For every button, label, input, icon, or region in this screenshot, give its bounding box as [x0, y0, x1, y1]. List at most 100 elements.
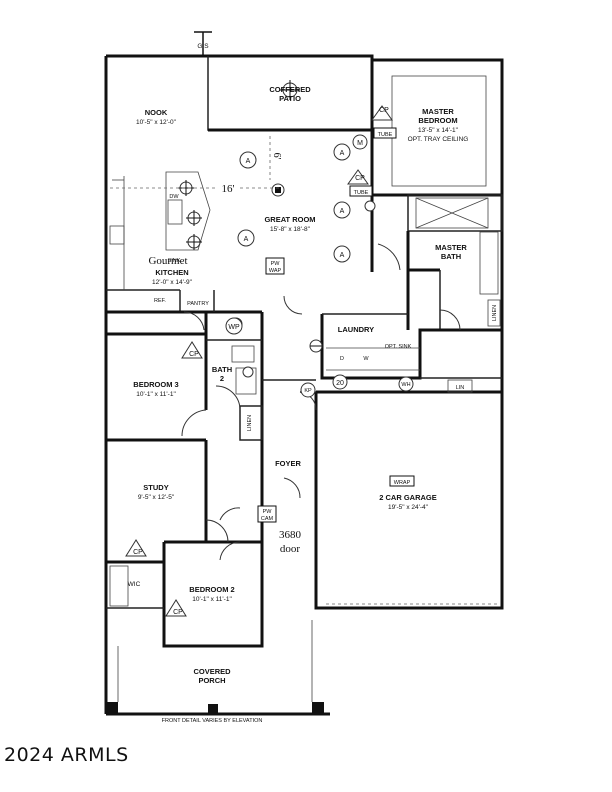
- svg-text:TUBE: TUBE: [354, 190, 369, 196]
- svg-text:CP: CP: [379, 107, 389, 114]
- dw-label: DW: [169, 194, 179, 200]
- door-note-2: door: [280, 543, 301, 555]
- garage-name: 2 CAR GARAGE: [379, 493, 437, 502]
- light-icon: [364, 200, 376, 212]
- linen-label: LINEN: [247, 415, 253, 431]
- svg-text:CP: CP: [133, 549, 143, 556]
- wrap-label: WRAP: [389, 475, 415, 487]
- great-room-dim: 15'-8" x 18'-8": [270, 226, 311, 233]
- master-bedroom-name-2: BEDROOM: [418, 116, 457, 125]
- laundry-washer: W: [363, 356, 369, 362]
- pantry-name: PANTRY: [187, 301, 209, 307]
- svg-text:WP: WP: [228, 324, 240, 331]
- ceiling-fan-icon: [186, 234, 202, 250]
- ref-name: REF.: [154, 298, 166, 304]
- bath2-name-1: BATH: [212, 365, 232, 374]
- outlet-a-icon: A: [237, 229, 255, 247]
- svg-text:WH: WH: [401, 382, 410, 388]
- light-icon: [271, 183, 285, 197]
- svg-text:A: A: [340, 150, 345, 157]
- cp-triangle-icon: CP: [347, 169, 369, 185]
- room-labels: NOOK 10'-5" x 12'-0" COFFERED PATIO MAST…: [128, 85, 498, 724]
- kitchen-dim: 12'-0" x 14'-9": [152, 279, 193, 286]
- svg-text:CP: CP: [355, 175, 365, 182]
- cp-triangle-icon: CP: [165, 599, 187, 617]
- cp-triangle-icon: CP: [125, 539, 147, 557]
- outlet-a-icon: A: [333, 143, 351, 161]
- wic-name: WIC: [128, 581, 141, 588]
- bedroom2-dim: 10'-1" x 11'-1": [192, 596, 232, 603]
- water-heater-icon: WH: [398, 376, 414, 392]
- compass-label: G S: [197, 43, 209, 50]
- master-bedroom-name-1: MASTER: [422, 107, 454, 116]
- svg-text:M: M: [357, 140, 363, 147]
- nook-dim: 10'-5" x 12'-0": [136, 119, 177, 126]
- svg-text:TUBE: TUBE: [378, 132, 393, 138]
- wp-icon: WP: [225, 317, 243, 335]
- copyright-notice: 2024 ARMLS: [4, 744, 129, 766]
- kitchen-handwritten: Gourmet: [148, 255, 187, 267]
- laundry-dryer: D: [340, 356, 344, 362]
- svg-text:A: A: [340, 208, 345, 215]
- kp-icon: KP: [300, 382, 316, 398]
- interior-walls: [106, 56, 503, 714]
- light-icon: [242, 366, 254, 378]
- svg-text:CAM: CAM: [261, 516, 274, 522]
- garage-dim: 19'-5" x 24'-4": [388, 504, 429, 511]
- bedroom3-dim: 10'-1" x 11'-1": [136, 391, 176, 398]
- dimension-lines: [110, 136, 282, 189]
- master-bath-name-1: MASTER: [435, 243, 467, 252]
- svg-text:A: A: [244, 236, 249, 243]
- kitchen-sink-label: SINK: [168, 258, 181, 264]
- tube-label: TUBE: [349, 185, 373, 197]
- svg-text:A: A: [340, 252, 345, 259]
- svg-text:KP: KP: [304, 388, 312, 394]
- outlet-m-icon: M: [352, 134, 368, 150]
- svg-text:PW: PW: [263, 509, 273, 515]
- porch-name-1: COVERED: [193, 667, 231, 676]
- light-icon: [309, 339, 323, 353]
- svg-text:PW: PW: [271, 261, 281, 267]
- svg-text:WRAP: WRAP: [394, 480, 411, 486]
- bedroom3-name: BEDROOM 3: [133, 380, 178, 389]
- study-name: STUDY: [143, 483, 168, 492]
- cp-triangle-icon: CP: [181, 341, 203, 359]
- svg-text:CP: CP: [189, 351, 199, 358]
- bedroom2-name: BEDROOM 2: [189, 585, 234, 594]
- kitchen-name: KITCHEN: [155, 268, 188, 277]
- master-linen-label: LINEN: [492, 305, 498, 321]
- bath2-name-2: 2: [220, 374, 224, 383]
- outlet-a-icon: A: [239, 151, 257, 169]
- ceiling-fan-icon: [178, 180, 194, 196]
- dim-6: 6': [271, 153, 282, 160]
- door-swings: [181, 243, 461, 561]
- study-dim: 9'-5" x 12'-5": [138, 494, 175, 501]
- laundry-name: LAUNDRY: [338, 325, 374, 334]
- compass: G S: [194, 31, 212, 56]
- master-bedroom-note: OPT. TRAY CEILING: [408, 136, 469, 143]
- patio-name-2: PATIO: [279, 94, 301, 103]
- laundry-sink: OPT. SINK: [385, 344, 412, 350]
- svg-text:WAP: WAP: [269, 268, 282, 274]
- nook-name: NOOK: [145, 108, 168, 117]
- lin-label: LIN: [456, 385, 465, 391]
- foyer-name: FOYER: [275, 459, 301, 468]
- front-detail-note: FRONT DETAIL VARIES BY ELEVATION: [162, 718, 263, 724]
- cp-triangle-icon: CP: [371, 105, 393, 121]
- ceiling-fan-icon: [280, 80, 300, 100]
- fixtures: A A A A A M CP CP CP CP CP TUBE TUBE WRA…: [125, 80, 415, 617]
- master-bedroom-dim: 13'-5" x 14'-1": [418, 127, 459, 134]
- tube-label: TUBE: [373, 127, 397, 139]
- outlet-a-icon: A: [333, 201, 351, 219]
- svg-text:20: 20: [336, 380, 344, 387]
- dim-16: 16': [222, 183, 235, 195]
- svg-text:CP: CP: [173, 609, 183, 616]
- door-note-1: 3680: [279, 529, 302, 541]
- outlet-a-icon: A: [333, 245, 351, 263]
- patio-name-1: COFFERED: [269, 85, 311, 94]
- porch-name-2: PORCH: [198, 676, 225, 685]
- great-room-name: GREAT ROOM: [264, 215, 315, 224]
